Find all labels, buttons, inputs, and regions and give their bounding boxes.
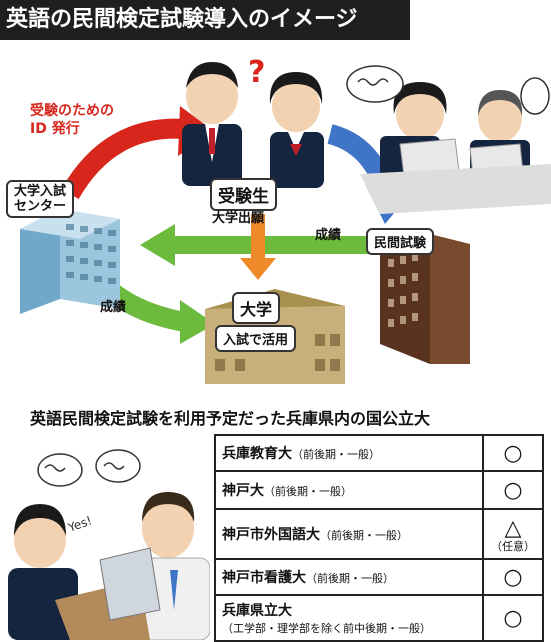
table-title: 英語民間検定試験を利用予定だった兵庫県内の国公立大	[30, 409, 431, 428]
university-note: （前後期・一般）	[264, 485, 352, 498]
speech-bubble-right-icon	[95, 449, 141, 483]
university-name-cell: 神戸市外国語大（前後期・一般）	[214, 508, 484, 560]
apply-arrow-shaft	[251, 214, 265, 260]
table-row: 兵庫県立大 （工学部・理学部を除く前中後期・一般） ○	[214, 594, 544, 642]
table-row: 神戸大（前後期・一般） ○	[214, 470, 544, 510]
university-table: 兵庫教育大（前後期・一般） ○ 神戸大（前後期・一般） ○ 神戸市外国語大（前後…	[214, 434, 544, 642]
university-name-cell: 神戸市看護大（前後期・一般）	[214, 558, 484, 596]
question-mark-icon: ?	[248, 55, 265, 90]
id-issue-label: 受験のための ID 発行	[30, 102, 114, 138]
optional-note: （任意）	[491, 539, 535, 553]
university-name: 神戸市外国語大	[222, 527, 320, 543]
test-takers-illustration	[360, 82, 551, 214]
center-label: 大学入試 センター	[6, 180, 75, 218]
table-row: 神戸市外国語大（前後期・一般） △（任意）	[214, 508, 544, 560]
university-label: 大学	[232, 292, 281, 324]
student-female-illustration	[269, 72, 324, 188]
score-to-university-arrowhead	[180, 300, 215, 344]
student-male-illustration	[182, 62, 242, 186]
exam-flow-diagram: ?	[0, 44, 551, 400]
svg-text:Yes!: Yes!	[65, 513, 93, 535]
score-label-left: 成績	[100, 300, 127, 315]
university-name-cell: 兵庫教育大（前後期・一般）	[214, 434, 484, 472]
university-application-label: 大学出願	[212, 211, 265, 226]
university-note: （前後期・一般）	[292, 448, 380, 461]
university-name: 神戸市看護大	[222, 570, 306, 586]
table-row: 兵庫教育大（前後期・一般） ○	[214, 434, 544, 472]
conversation-illustration: Yes!	[8, 449, 210, 640]
usage-mark-cell: ○	[482, 558, 544, 596]
university-name: 兵庫県立大	[222, 603, 292, 619]
circle-mark: ○	[503, 605, 523, 631]
university-name-cell: 神戸大（前後期・一般）	[214, 470, 484, 510]
circle-mark: ○	[503, 440, 523, 466]
speech-bubble-left-icon	[37, 453, 83, 487]
score-label-top: 成績	[315, 228, 342, 243]
usage-mark-cell: ○	[482, 470, 544, 510]
university-name-cell: 兵庫県立大 （工学部・理学部を除く前中後期・一般）	[214, 594, 484, 642]
university-note: （前後期・一般）	[320, 529, 408, 542]
usage-mark-cell: ○	[482, 434, 544, 472]
university-usage-label: 入試で活用	[215, 325, 297, 352]
private-exam-label: 民間試験	[366, 228, 435, 255]
id-issue-label-line2: ID 発行	[30, 121, 80, 137]
table-row: 神戸市看護大（前後期・一般） ○	[214, 558, 544, 596]
university-note: （工学部・理学部を除く前中後期・一般）	[222, 622, 431, 635]
diagram-graphics: ?	[20, 55, 551, 384]
usage-mark-cell: ○	[482, 594, 544, 642]
usage-mark-cell: △（任意）	[482, 508, 544, 560]
private-exam-building-illustration	[380, 234, 470, 364]
page-title: 英語の民間検定試験導入のイメージ	[0, 0, 410, 40]
circle-mark: ○	[503, 477, 523, 503]
circle-mark: ○	[503, 564, 523, 590]
university-note: （前後期・一般）	[306, 572, 394, 585]
triangle-mark: △	[504, 515, 522, 541]
center-building-illustration	[20, 209, 120, 314]
student-label: 受験生	[210, 178, 277, 211]
score-arrow-shaft	[170, 236, 370, 254]
speech-bubble-icon	[346, 65, 550, 115]
apply-arrowhead	[240, 258, 276, 280]
score-arrowhead	[140, 224, 175, 266]
university-name: 神戸大	[222, 483, 264, 499]
id-issue-label-line1: 受験のための	[30, 103, 114, 119]
id-issue-arrow	[61, 118, 186, 200]
university-name: 兵庫教育大	[222, 446, 292, 462]
